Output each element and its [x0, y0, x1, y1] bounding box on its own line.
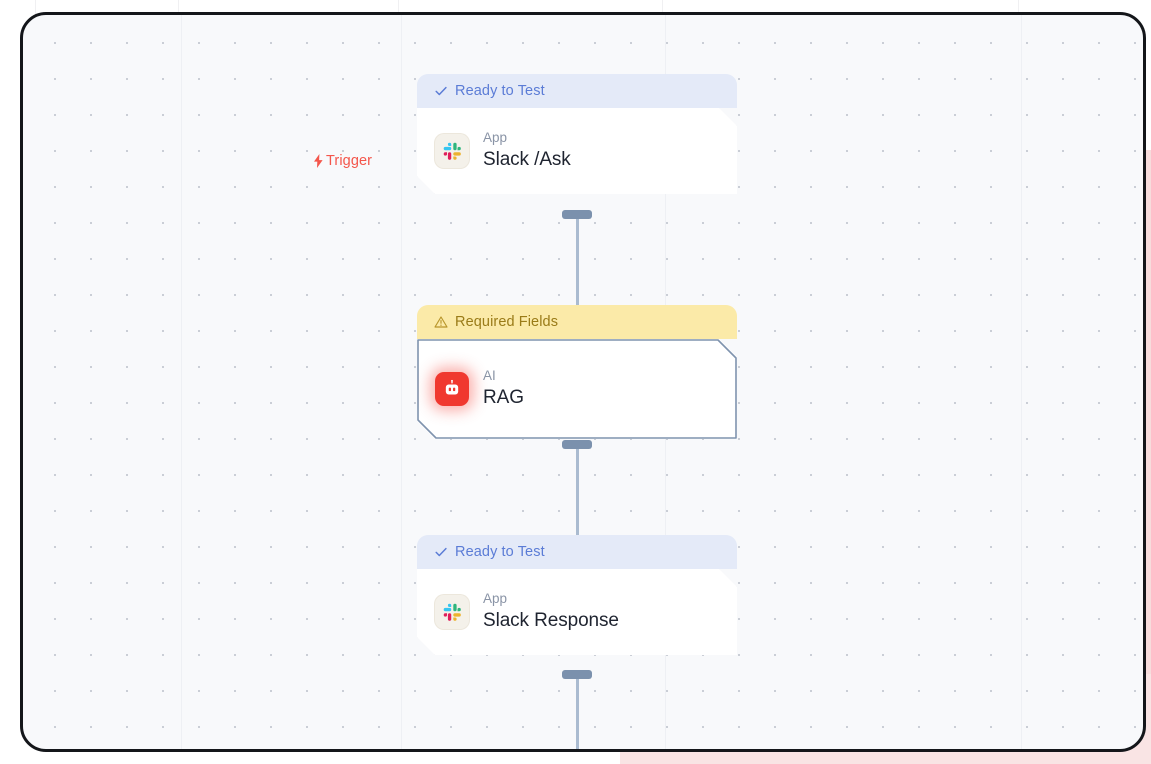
node-status-label: Ready to Test — [455, 83, 545, 99]
slack-icon — [435, 134, 469, 168]
node-status-header[interactable]: Ready to Test — [417, 535, 737, 569]
canvas-seam — [401, 15, 402, 749]
panel-seam — [178, 0, 179, 16]
workflow-node-slack-ask[interactable]: Ready to Test — [417, 74, 737, 194]
check-icon — [434, 84, 448, 98]
workflow-node-rag[interactable]: Required Fields — [417, 305, 737, 439]
connector-cap-top — [562, 440, 592, 449]
node-text: AI RAG — [483, 369, 524, 409]
connector-cap-top — [562, 210, 592, 219]
panel-seam — [1018, 0, 1019, 16]
node-text: App Slack /Ask — [483, 131, 571, 171]
node-status-label: Ready to Test — [455, 544, 545, 560]
panel-seam — [35, 0, 36, 16]
connector-slack-response-outgoing[interactable] — [562, 670, 592, 749]
trigger-label-text: Trigger — [326, 153, 373, 169]
workflow-node-slack-response[interactable]: Ready to Test — [417, 535, 737, 655]
panel-seam — [398, 0, 399, 16]
canvas-seam — [181, 15, 182, 749]
node-kicker: AI — [483, 368, 496, 384]
connector-line — [575, 679, 579, 749]
node-status-header[interactable]: Required Fields — [417, 305, 737, 339]
connector-line — [575, 219, 579, 313]
node-title: RAG — [483, 387, 524, 408]
warning-triangle-icon — [434, 315, 448, 329]
node-status-label: Required Fields — [455, 314, 559, 330]
trigger-label: Trigger — [313, 153, 372, 169]
node-title: Slack Response — [483, 610, 619, 631]
slack-icon — [435, 595, 469, 629]
node-body[interactable]: App Slack Response — [417, 569, 737, 655]
panel-seam — [662, 0, 663, 16]
lightning-bolt-icon — [313, 154, 324, 168]
node-kicker: App — [483, 591, 508, 607]
connector-line — [575, 449, 579, 542]
node-status-header[interactable]: Ready to Test — [417, 74, 737, 108]
node-title: Slack /Ask — [483, 149, 571, 170]
robot-icon — [435, 372, 469, 406]
node-text: App Slack Response — [483, 592, 619, 632]
connector-cap-top — [562, 670, 592, 679]
canvas-seam — [1021, 15, 1022, 749]
node-kicker: App — [483, 130, 508, 146]
check-icon — [434, 545, 448, 559]
workflow-canvas[interactable]: Trigger Ready to Test — [20, 12, 1146, 752]
node-body[interactable]: App Slack /Ask — [417, 108, 737, 194]
node-body[interactable]: AI RAG — [417, 339, 737, 439]
